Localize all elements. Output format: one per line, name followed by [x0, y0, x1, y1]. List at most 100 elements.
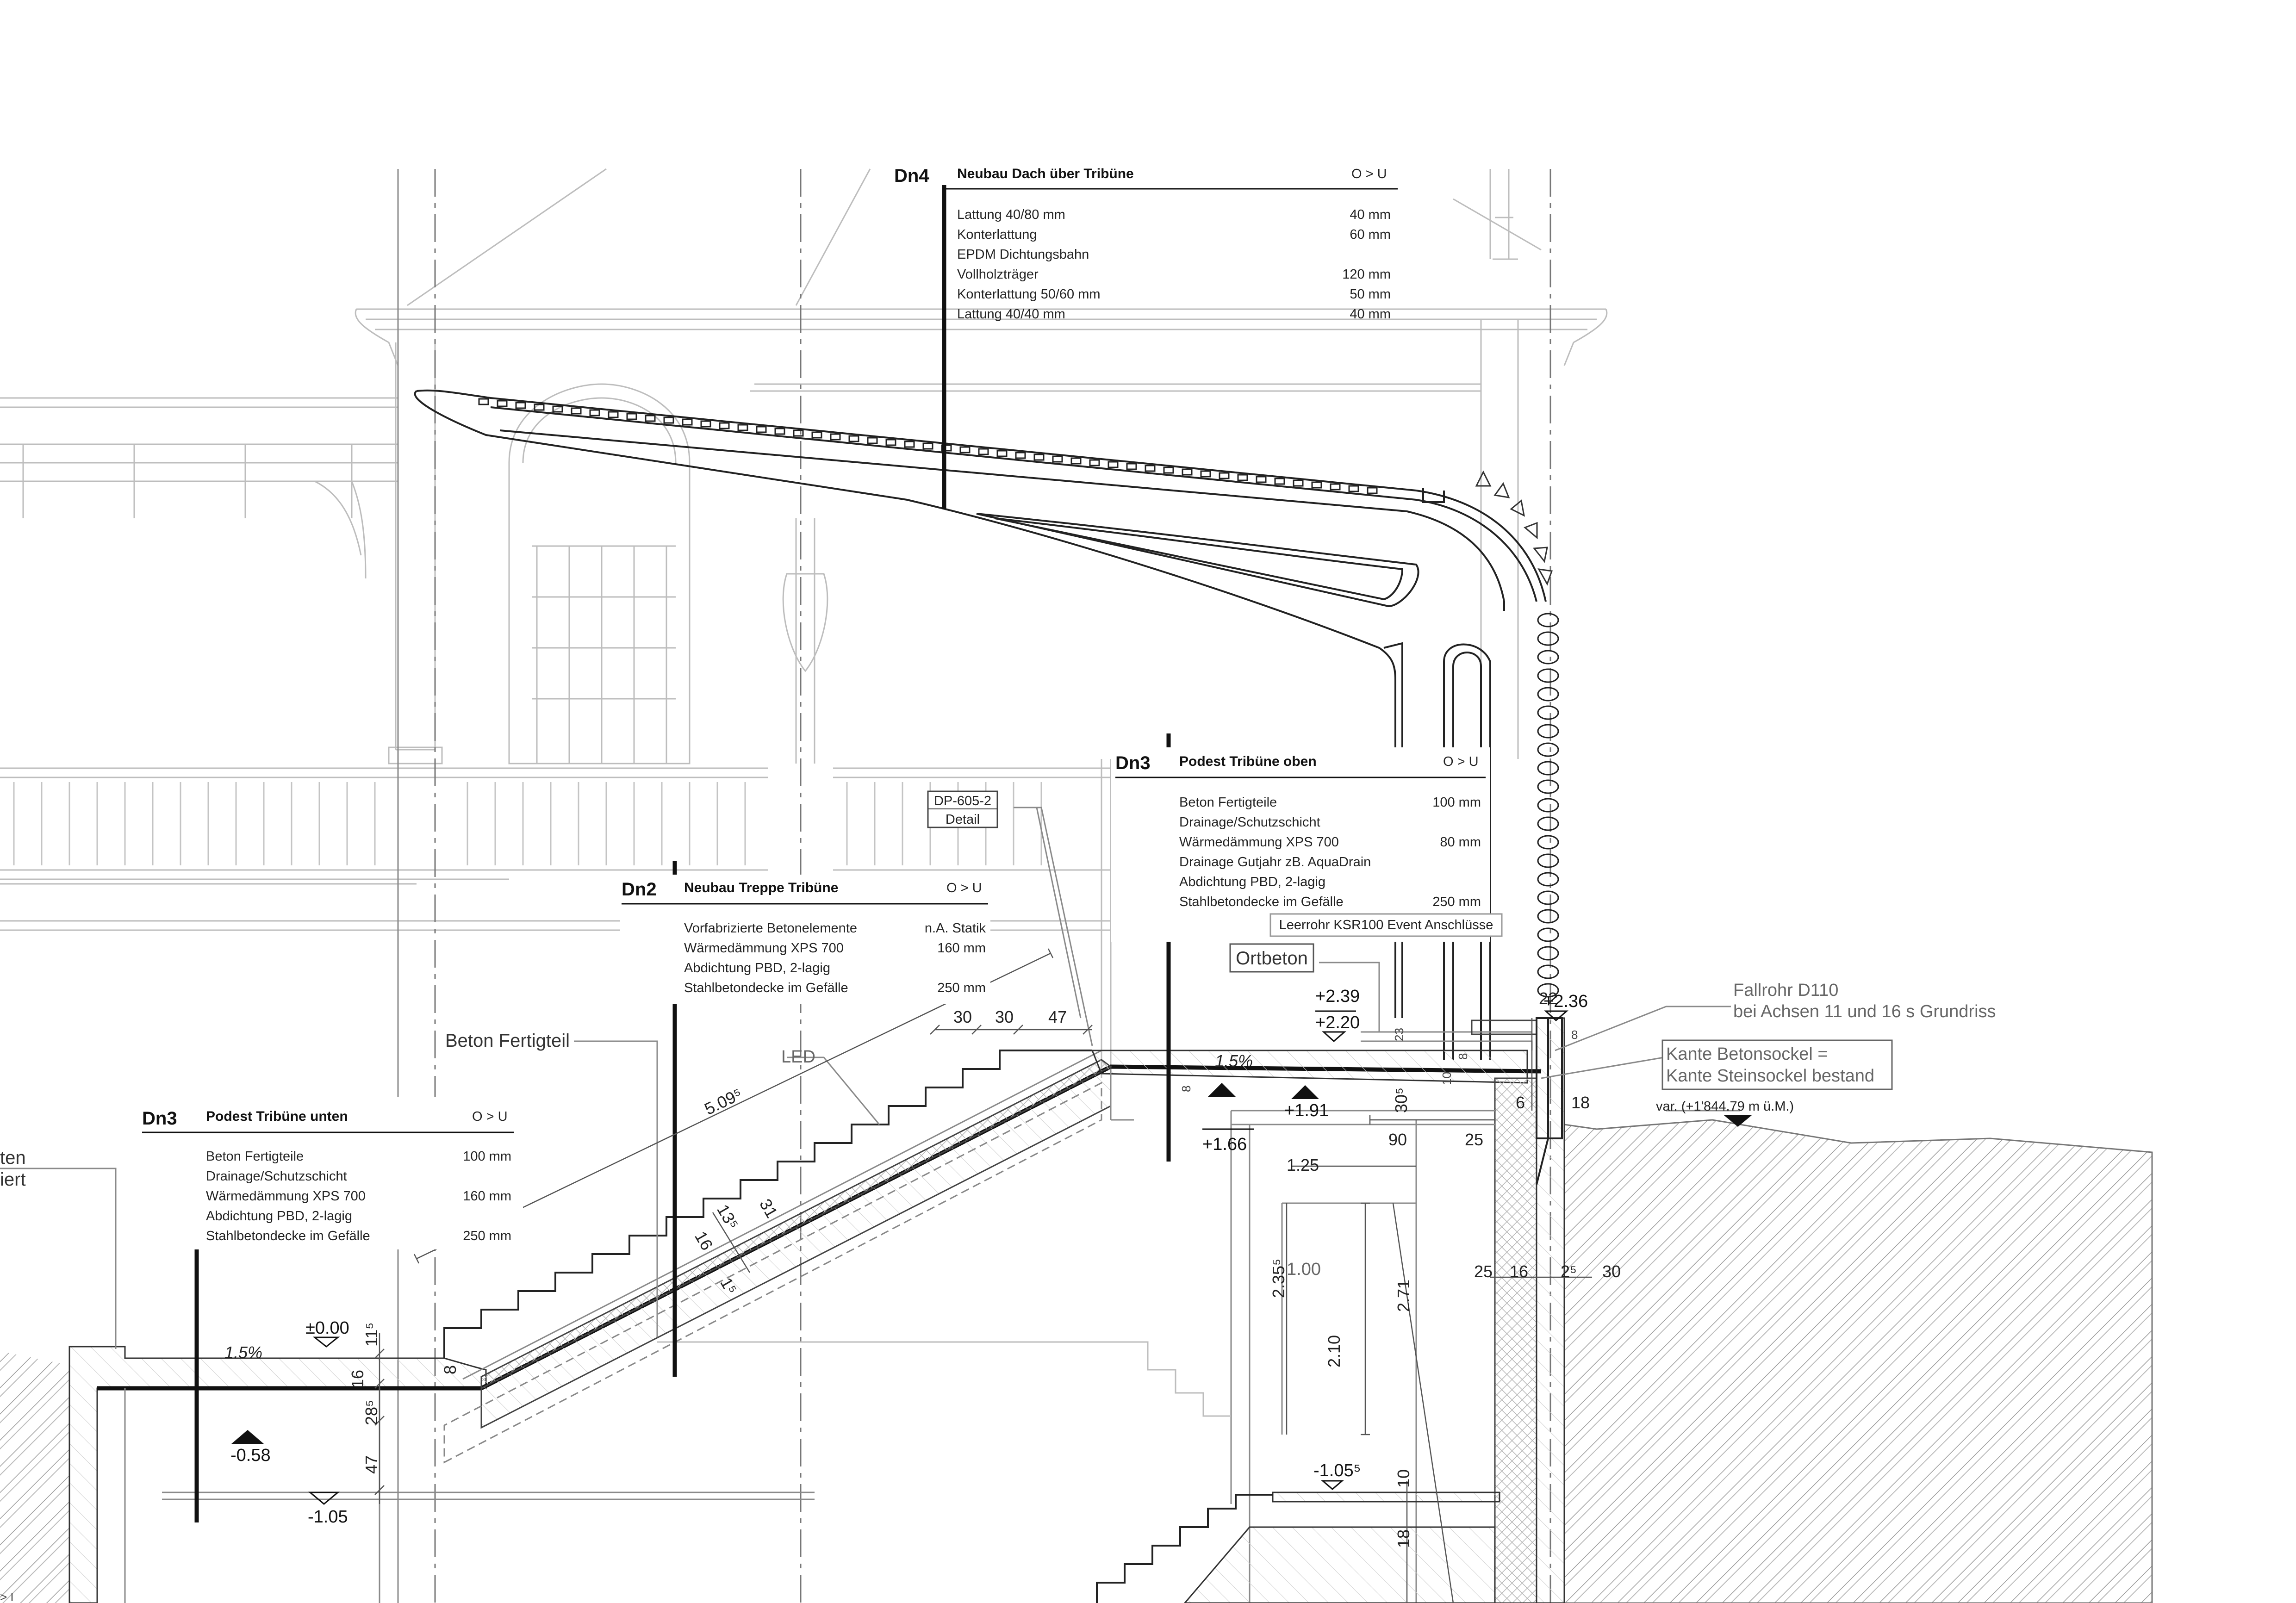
legend-item: Konterlattung 50/60 mm	[957, 287, 1101, 302]
level-plus-1-66: +1.66	[1202, 1135, 1247, 1154]
legend-item-value: 160 mm	[937, 941, 986, 956]
legend-code: Dn2	[622, 879, 657, 900]
kante-label-2: Kante Steinsockel bestand	[1666, 1066, 1874, 1086]
legend-item-value: n.A. Statik	[925, 921, 986, 936]
beton-fertigteil-label: Beton Fertigteil	[445, 1031, 570, 1051]
dim: 25	[1474, 1262, 1493, 1281]
legend-item: Stahlbetondecke im Gefälle	[1179, 895, 1344, 909]
detail-reference: DP-605-2	[934, 794, 991, 808]
slope-low: 1.5%	[224, 1343, 262, 1362]
dim: 23	[1392, 1028, 1406, 1041]
dim: 8	[1179, 1086, 1193, 1092]
legend-title: Neubau Dach über Tribüne	[957, 166, 1134, 181]
legend-item-value: 250 mm	[463, 1229, 511, 1243]
dim: 30	[995, 1007, 1014, 1026]
legend-item-value: 100 mm	[1432, 795, 1481, 810]
legend-item: Vollholzträger	[957, 267, 1039, 282]
legend-item: Drainage/Schutzschicht	[206, 1169, 347, 1184]
slope-high: 1.5%	[1215, 1051, 1253, 1070]
level-plus-1-91: +1.91	[1284, 1101, 1329, 1120]
earth-fill	[0, 1119, 2153, 1603]
legend-item-value: 160 mm	[463, 1189, 511, 1204]
legend-item: Abdichtung PBD, 2-lagig	[206, 1209, 352, 1224]
var-level-label: var. (+1'844.79 m ü.M.)	[1656, 1099, 1794, 1114]
dim: 16	[1510, 1262, 1528, 1281]
dim: 8	[1571, 1028, 1578, 1042]
legend-title: Podest Tribüne oben	[1179, 754, 1317, 769]
dim: 90	[1388, 1130, 1407, 1149]
dim: 13⁵	[713, 1201, 742, 1233]
dim: 30⁵	[1392, 1087, 1411, 1113]
dim: 5.09⁵	[702, 1084, 745, 1118]
dim: 22	[1539, 989, 1557, 1008]
legend-item: Drainage Gutjahr zB. AquaDrain	[1179, 855, 1371, 870]
led-label: LED	[781, 1047, 815, 1067]
level-plus-2-20: +2.20	[1315, 1013, 1360, 1032]
legend-item: Beton Fertigteile	[206, 1149, 304, 1164]
legend-dn2: Dn2 Neubau Treppe Tribüne O > U Vorfabri…	[620, 875, 990, 1004]
detail-word: Detail	[946, 812, 980, 827]
legend-item: Vorfabrizierte Betonelemente	[684, 921, 857, 936]
legend-code: Dn3	[142, 1108, 177, 1129]
dim: 2⁵	[1561, 1262, 1577, 1281]
dim: 25	[1465, 1130, 1483, 1149]
cut-text-1: ten	[0, 1148, 26, 1168]
legend-order: O > U	[1443, 754, 1479, 769]
legend-dn3-oben: Dn3 Podest Tribüne oben O > U Beton Fert…	[1111, 747, 1490, 942]
dim: 47	[1048, 1007, 1067, 1026]
legend-item-value: 250 mm	[1432, 895, 1481, 909]
dim: 2.10	[1325, 1335, 1344, 1367]
legend-item: Stahlbetondecke im Gefälle	[684, 981, 848, 995]
dim: 1.25	[1287, 1156, 1319, 1174]
annotations: DP-605-2 Detail Leerrohr KSR100 Event An…	[0, 790, 1996, 1603]
legend-item: Abdichtung PBD, 2-lagig	[684, 961, 830, 975]
legend-item-value: 250 mm	[937, 981, 986, 995]
dim: 6	[1516, 1093, 1525, 1112]
cut-text-3: > I	[0, 1590, 14, 1603]
legend-item-value: 40 mm	[1350, 207, 1391, 222]
legend-title: Podest Tribüne unten	[206, 1109, 348, 1124]
dimension-lines	[374, 948, 1592, 1603]
legend-item-value: 50 mm	[1350, 287, 1391, 302]
legend-item: Drainage/Schutzschicht	[1179, 815, 1320, 830]
legend-item: Beton Fertigteile	[1179, 795, 1277, 810]
kante-label-1: Kante Betonsockel =	[1666, 1044, 1828, 1064]
legend-item: Abdichtung PBD, 2-lagig	[1179, 875, 1325, 889]
dim: 11⁵	[362, 1323, 381, 1347]
legend-items: Lattung 40/80 mm 40 mm Konterlattung 60 …	[957, 207, 1391, 322]
leerrohr-label: Leerrohr KSR100 Event Anschlüsse	[1279, 918, 1493, 932]
existing-building-elevation	[0, 168, 1608, 1078]
tribune-section	[68, 1017, 1565, 1603]
legend-order: O > U	[1351, 167, 1387, 181]
legend-code: Dn4	[894, 166, 929, 186]
cut-text-2: iert	[0, 1169, 26, 1190]
legend-item-value: 60 mm	[1350, 227, 1391, 242]
legend-item: Lattung 40/40 mm	[957, 307, 1065, 322]
legend-item: Wärmedämmung XPS 700	[206, 1189, 366, 1204]
ortbeton-label: Ortbeton	[1236, 948, 1308, 969]
legend-item: Konterlattung	[957, 227, 1037, 242]
new-roof	[414, 389, 1559, 1060]
fallrohr-label-1: Fallrohr D110	[1733, 981, 1838, 1000]
level-minus-0-58: -0.58	[230, 1446, 271, 1465]
legend-item: Lattung 40/80 mm	[957, 207, 1065, 222]
fallrohr-label-2: bei Achsen 11 und 16 s Grundriss	[1733, 1002, 1996, 1021]
legend-item-value: 40 mm	[1350, 307, 1391, 322]
legend-item-value: 80 mm	[1440, 835, 1481, 850]
legend-dn4: Dn4 Neubau Dach über Tribüne O > U Lattu…	[894, 166, 1398, 322]
dim: 28⁵	[362, 1400, 381, 1425]
dim: 2.35⁵	[1269, 1259, 1288, 1298]
roof-edge-scallops	[1475, 470, 1553, 586]
dim: 47	[362, 1455, 381, 1474]
dim: 16	[348, 1370, 367, 1388]
legend-item-value: 100 mm	[463, 1149, 511, 1164]
legend-item: EPDM Dichtungsbahn	[957, 247, 1089, 262]
dim: 30	[1602, 1262, 1621, 1281]
level-zero: ±0.00	[305, 1318, 349, 1338]
dim: 2.71	[1394, 1280, 1413, 1312]
dim: 18	[1394, 1529, 1413, 1548]
legend-order: O > U	[472, 1109, 508, 1124]
level-plus-2-36: +2.36	[1543, 992, 1588, 1011]
legend-item: Wärmedämmung XPS 700	[1179, 835, 1339, 850]
